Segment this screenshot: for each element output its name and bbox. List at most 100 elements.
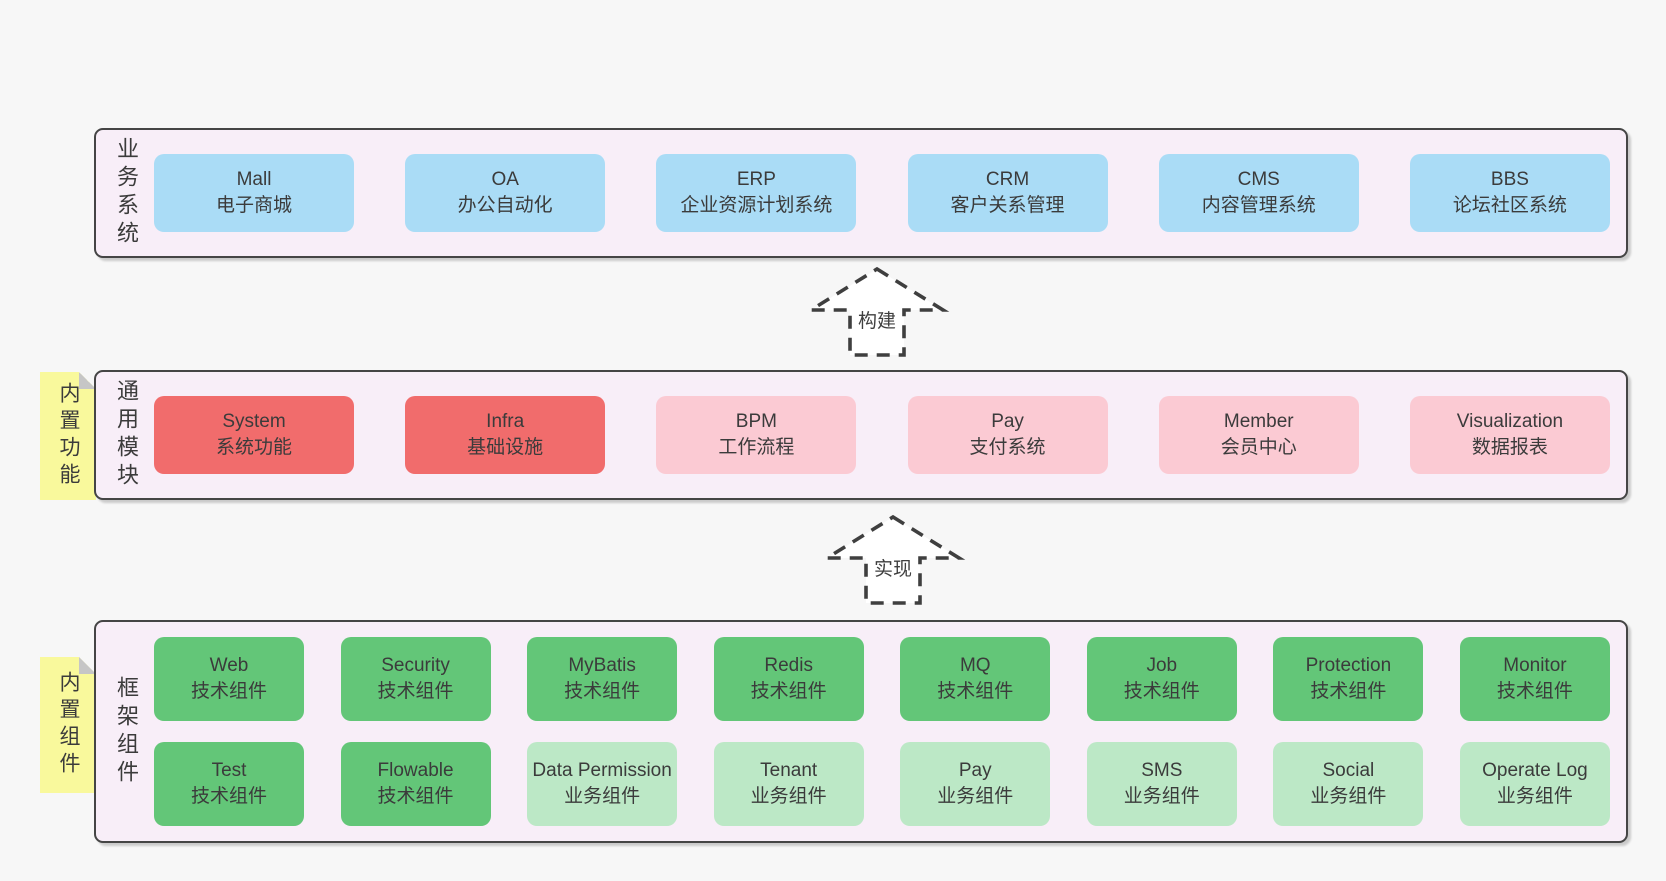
component-box-protection: Protection 技术组件 [1273, 637, 1424, 721]
box-title: Visualization [1456, 410, 1564, 432]
system-box-bbs: BBS 论坛社区系统 [1409, 154, 1610, 232]
component-box-pay: Pay 业务组件 [900, 742, 1051, 826]
system-box-mall: Mall 电子商城 [154, 154, 354, 232]
box-title: ERP [736, 168, 776, 190]
layer-common-modules: 通用模块 System 系统功能 Infra 基础设施 BPM 工作流程 Pay… [94, 370, 1628, 500]
component-box-tenant: Tenant 业务组件 [713, 742, 864, 826]
box-title: Security [381, 654, 450, 676]
module-box-visualization: Visualization 数据报表 [1409, 396, 1610, 474]
box-rows: Web 技术组件 Security 技术组件 MyBatis 技术组件 Redi… [154, 622, 1610, 841]
box-title: System [222, 410, 286, 432]
component-box-web: Web 技术组件 [154, 637, 304, 721]
box-subtitle: 办公自动化 [457, 195, 553, 216]
box-subtitle: 技术组件 [564, 681, 641, 702]
box-subtitle: 技术组件 [190, 681, 267, 702]
layer-business-systems: 业务系统 Mall 电子商城 OA 办公自动化 ERP 企业资源计划系统 CRM… [94, 128, 1628, 258]
component-box-monitor: Monitor 技术组件 [1459, 637, 1610, 721]
box-title: Pay [958, 759, 992, 781]
box-title: Infra [486, 410, 525, 432]
box-title: Test [211, 759, 247, 781]
box-subtitle: 业务组件 [1496, 786, 1573, 807]
system-box-cms: CMS 内容管理系统 [1158, 154, 1359, 232]
box-title: BPM [735, 410, 777, 432]
box-subtitle: 会员中心 [1220, 437, 1297, 458]
layer-framework-components: 框架组件 Web 技术组件 Security 技术组件 MyBatis 技术组件… [94, 620, 1628, 843]
box-subtitle: 技术组件 [377, 786, 454, 807]
box-subtitle: 支付系统 [969, 437, 1046, 458]
layer-label-framework-components: 框架组件 [114, 675, 139, 788]
box-title: Job [1146, 654, 1178, 676]
arrow-label: 构建 [858, 310, 896, 332]
box-subtitle: 论坛社区系统 [1452, 195, 1567, 216]
module-box-bpm: BPM 工作流程 [656, 396, 857, 474]
arrow-label: 实现 [874, 558, 912, 580]
component-box-data-permission: Data Permission 业务组件 [527, 742, 678, 826]
component-box-test: Test 技术组件 [154, 742, 304, 826]
note-label: 内置组件 [57, 671, 80, 779]
box-subtitle: 技术组件 [190, 786, 267, 807]
component-box-redis: Redis 技术组件 [713, 637, 864, 721]
box-title: Monitor [1503, 654, 1567, 676]
box-row-2: Test 技术组件 Flowable 技术组件 Data Permission … [154, 742, 1610, 826]
box-subtitle: 基础设施 [467, 437, 544, 458]
box-subtitle: 技术组件 [937, 681, 1014, 702]
box-subtitle: 技术组件 [1496, 681, 1573, 702]
note-label: 内置功能 [57, 382, 80, 490]
box-title: Flowable [377, 759, 454, 781]
box-subtitle: 技术组件 [377, 681, 454, 702]
box-rows: System 系统功能 Infra 基础设施 BPM 工作流程 Pay 支付系统… [154, 372, 1610, 498]
component-box-mybatis: MyBatis 技术组件 [527, 637, 678, 721]
component-box-social: Social 业务组件 [1273, 742, 1424, 826]
box-row: System 系统功能 Infra 基础设施 BPM 工作流程 Pay 支付系统… [154, 396, 1610, 474]
component-box-sms: SMS 业务组件 [1086, 742, 1237, 826]
box-title: Social [1322, 759, 1375, 781]
box-subtitle: 系统功能 [215, 437, 292, 458]
sticky-note-builtin-features: 内置功能 [40, 372, 96, 500]
layer-label-business-systems: 业务系统 [114, 137, 139, 249]
box-subtitle: 技术组件 [1310, 681, 1387, 702]
box-title: OA [491, 168, 519, 190]
box-row: Mall 电子商城 OA 办公自动化 ERP 企业资源计划系统 CRM 客户关系… [154, 154, 1610, 232]
box-subtitle: 技术组件 [1123, 681, 1200, 702]
box-subtitle: 业务组件 [750, 786, 827, 807]
box-row-1: Web 技术组件 Security 技术组件 MyBatis 技术组件 Redi… [154, 637, 1610, 721]
box-rows: Mall 电子商城 OA 办公自动化 ERP 企业资源计划系统 CRM 客户关系… [154, 130, 1610, 256]
arrow-label-bg [869, 555, 917, 582]
box-subtitle: 数据报表 [1471, 437, 1548, 458]
box-subtitle: 企业资源计划系统 [680, 195, 833, 216]
box-title: SMS [1141, 759, 1183, 781]
arrow-build: 构建 [797, 266, 957, 358]
module-box-system: System 系统功能 [154, 396, 354, 474]
box-subtitle: 业务组件 [1310, 786, 1387, 807]
box-title: BBS [1490, 168, 1529, 190]
box-title: CRM [985, 168, 1030, 190]
arrow-implement: 实现 [813, 514, 973, 606]
box-title: Web [209, 654, 249, 676]
box-subtitle: 工作流程 [718, 437, 795, 458]
arrow-label-bg [853, 307, 901, 334]
up-arrow-icon: 构建 [804, 266, 950, 357]
module-box-pay: Pay 支付系统 [907, 396, 1108, 474]
system-box-crm: CRM 客户关系管理 [907, 154, 1108, 232]
component-box-flowable: Flowable 技术组件 [340, 742, 491, 826]
module-box-member: Member 会员中心 [1158, 396, 1359, 474]
box-subtitle: 业务组件 [564, 786, 641, 807]
box-title: Redis [764, 654, 813, 676]
component-box-security: Security 技术组件 [340, 637, 491, 721]
box-title: CMS [1237, 168, 1280, 190]
sticky-note-builtin-components: 内置组件 [40, 657, 96, 793]
box-title: Operate Log [1482, 759, 1588, 781]
box-title: Tenant [760, 759, 818, 781]
box-title: MyBatis [568, 654, 636, 676]
box-title: Pay [991, 410, 1024, 432]
box-subtitle: 电子商城 [215, 195, 292, 216]
box-title: Data Permission [532, 759, 672, 781]
module-box-infra: Infra 基础设施 [405, 396, 606, 474]
box-subtitle: 客户关系管理 [950, 195, 1065, 216]
box-subtitle: 业务组件 [937, 786, 1014, 807]
box-title: MQ [959, 654, 991, 676]
component-box-job: Job 技术组件 [1086, 637, 1237, 721]
layer-label-common-modules: 通用模块 [114, 379, 139, 491]
box-subtitle: 业务组件 [1123, 786, 1200, 807]
system-box-oa: OA 办公自动化 [405, 154, 606, 232]
